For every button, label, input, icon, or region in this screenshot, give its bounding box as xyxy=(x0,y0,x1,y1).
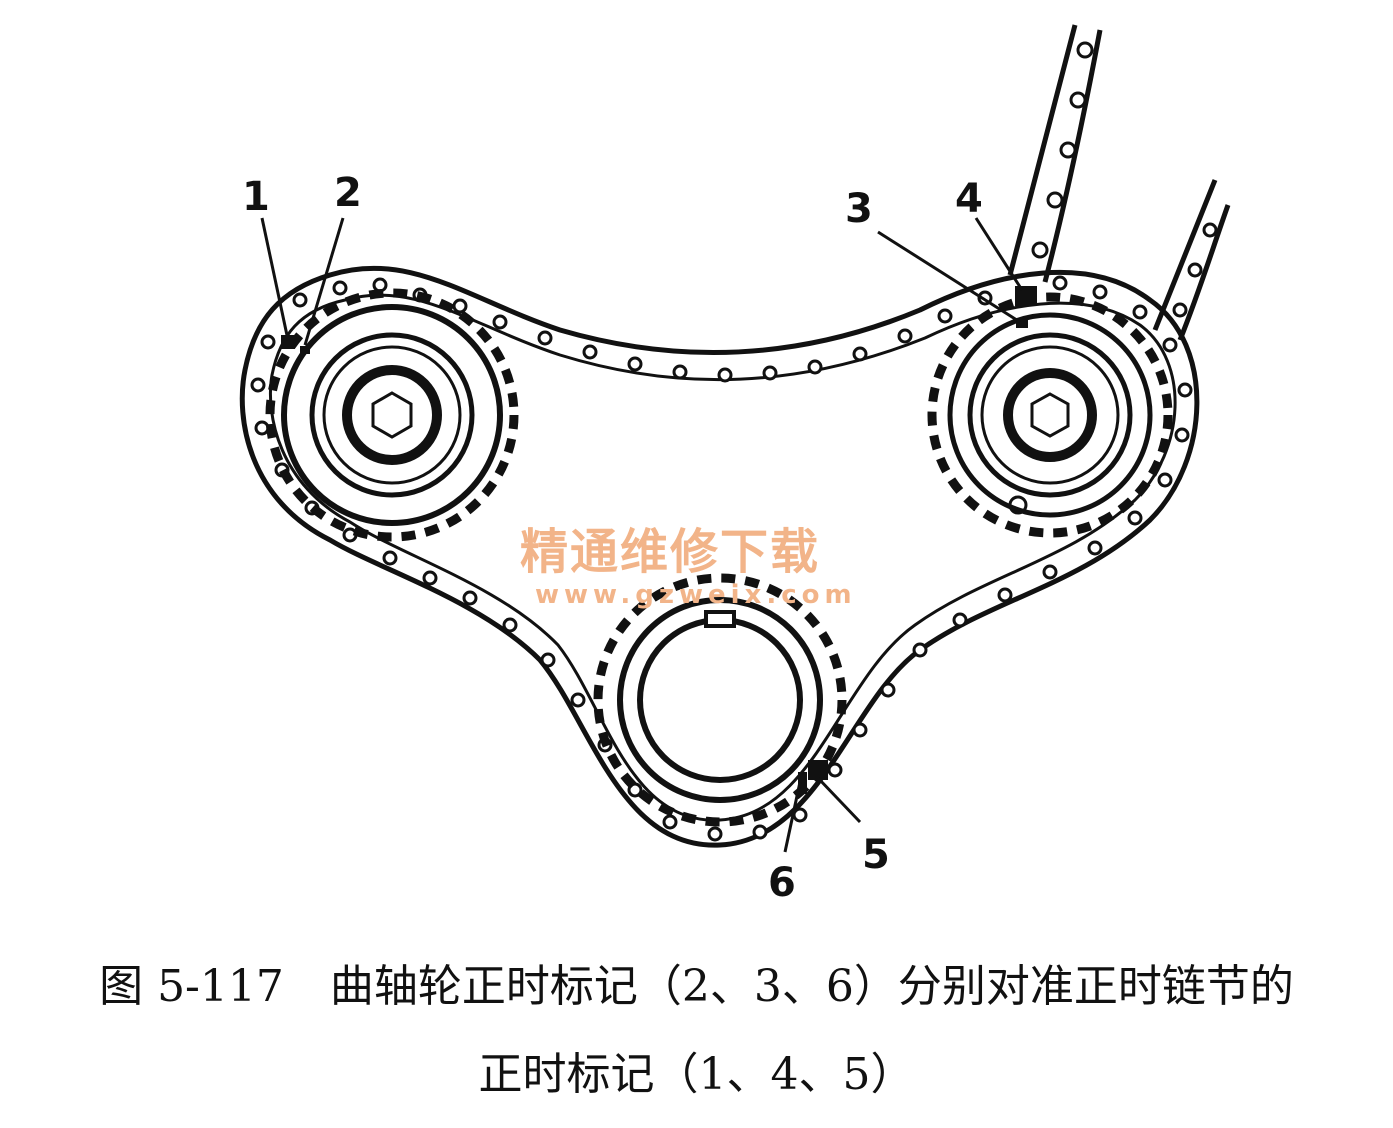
callout-2: 2 xyxy=(334,170,362,216)
upper-strand-right-rail-a xyxy=(1152,179,1218,331)
left-sprocket-hex-socket xyxy=(371,391,413,439)
right-sprocket-bolt-head xyxy=(1003,368,1097,462)
timing-mark-1-chain-link xyxy=(281,335,295,349)
upper-strand-left-rail-a xyxy=(1007,24,1078,276)
callout-1: 1 xyxy=(242,174,270,220)
right-camshaft-sprocket xyxy=(927,292,1173,538)
crankshaft-sprocket xyxy=(593,573,847,827)
left-sprocket-teeth xyxy=(265,288,519,542)
caption-text-1: 曲轴轮正时标记（2、3、6）分别对准正时链节的 xyxy=(329,961,1294,1012)
crank-sprocket-bore xyxy=(637,617,803,783)
upper-strand-right-rail-b xyxy=(1177,204,1231,341)
leader-line-3 xyxy=(877,230,1021,324)
callout-6: 6 xyxy=(768,860,796,906)
right-sprocket-hex-socket xyxy=(1030,392,1070,438)
timing-chain-outer-rail xyxy=(239,265,1200,848)
leader-line-2 xyxy=(303,217,345,346)
timing-marks xyxy=(281,286,1037,794)
right-sprocket-small-hole xyxy=(1008,495,1028,515)
figure-caption-line-1: 图 5-117 曲轴轮正时标记（2、3、6）分别对准正时链节的 xyxy=(0,950,1393,1014)
right-sprocket-rim xyxy=(947,312,1153,518)
timing-mark-4-chain-link xyxy=(1015,286,1037,306)
crank-sprocket-keyway xyxy=(704,610,736,628)
upper-chain-strands xyxy=(1007,24,1231,341)
right-sprocket-hub-inner xyxy=(980,345,1120,485)
leader-line-5 xyxy=(816,776,862,824)
watermark-text: 精通维修下载 xyxy=(520,524,820,580)
left-sprocket-hub xyxy=(309,332,475,498)
upper-chain-strand-pins xyxy=(1031,41,1218,318)
watermark-url: www.gzweix.com xyxy=(535,580,857,610)
callout-5: 5 xyxy=(862,832,890,878)
timing-mark-6-crank-sprocket xyxy=(798,772,807,794)
crank-sprocket-outer-ring xyxy=(617,597,823,803)
leader-line-4 xyxy=(974,217,1024,291)
figure-caption-line-2: 正时标记（1、4、5） xyxy=(0,1038,1393,1102)
timing-chain-diagram: 1 2 3 4 5 6 精通维修下载 www.gzweix.com xyxy=(239,24,1231,906)
leader-lines xyxy=(260,217,1024,853)
leader-line-6 xyxy=(783,781,802,853)
crank-sprocket-teeth xyxy=(593,573,847,827)
caption-text-2: 正时标记（1、4、5） xyxy=(478,1049,915,1100)
callout-4: 4 xyxy=(955,176,983,222)
left-sprocket-bolt-head xyxy=(342,365,442,465)
left-sprocket-hub-inner xyxy=(322,345,462,485)
left-sprocket-rim xyxy=(281,304,503,526)
upper-strand-left-rail-b xyxy=(1042,29,1103,283)
right-sprocket-teeth xyxy=(927,292,1173,538)
leader-line-1 xyxy=(260,217,290,341)
timing-mark-3-right-sprocket xyxy=(1016,318,1028,328)
timing-mark-2-left-sprocket xyxy=(300,346,310,354)
left-camshaft-sprocket xyxy=(265,288,519,542)
right-sprocket-hub xyxy=(967,332,1133,498)
callout-3: 3 xyxy=(845,186,873,232)
figure-number: 图 5-117 xyxy=(99,961,284,1012)
timing-mark-5-chain-link xyxy=(808,760,828,780)
